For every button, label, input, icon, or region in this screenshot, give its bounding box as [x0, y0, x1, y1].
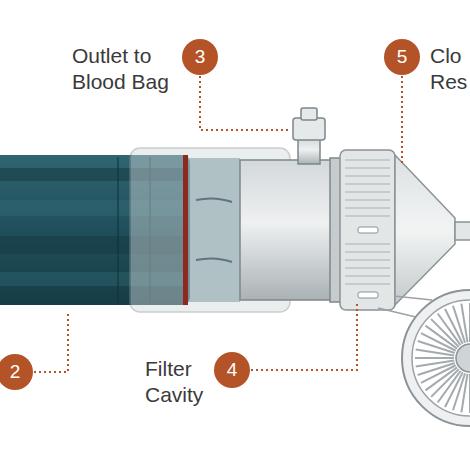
leader-lines [34, 76, 402, 372]
filter-hub [456, 344, 470, 372]
callout-disc [182, 39, 218, 75]
thread-line [345, 200, 390, 201]
callout-disc [384, 39, 420, 75]
part-label: Clo Res [430, 43, 470, 95]
thread-line [345, 268, 390, 269]
leader-line [200, 76, 290, 130]
callout-number: 2 [0, 354, 33, 390]
thread-line [345, 168, 390, 169]
part-label: Filter Cavity [145, 356, 230, 408]
inner-rib [196, 258, 232, 262]
callout-disc [0, 354, 33, 390]
inner-rib [196, 198, 232, 202]
thread-line [345, 192, 390, 193]
explode-line [378, 308, 420, 318]
filter-disc [402, 290, 470, 426]
leader-line [401, 76, 403, 165]
spoke-line [415, 357, 454, 359]
leader-line [251, 303, 357, 370]
spoke-line [461, 304, 467, 343]
thread-line [345, 252, 390, 253]
filter-spokes [415, 303, 470, 413]
thread-line [345, 284, 390, 285]
thread-line [345, 160, 390, 161]
thread-line [345, 184, 390, 185]
clot-cone [395, 155, 455, 305]
ring-slot [358, 292, 378, 298]
callout-circle: 4 [214, 352, 250, 388]
outlet-tip [301, 108, 317, 120]
callout-circle: 3 [182, 39, 218, 75]
thread-line [345, 276, 390, 277]
spoke-line [416, 361, 455, 367]
callout-number: 5 [384, 39, 420, 75]
part-label: Outlet to Blood Bag [72, 43, 197, 95]
ring-threads [345, 160, 390, 284]
thread-line [345, 244, 390, 245]
cone-tip [455, 222, 470, 240]
thread-line [345, 216, 390, 217]
callout-number: 3 [182, 39, 218, 75]
filter-mesh [412, 300, 470, 416]
outlet-port [293, 118, 325, 140]
ring-slot [358, 227, 378, 233]
callout-disc [214, 352, 250, 388]
leader-line [34, 313, 68, 372]
callout-circle: 2 [0, 354, 33, 390]
callout-number: 4 [214, 352, 250, 388]
explode-line [394, 296, 432, 300]
spoke-line [469, 374, 470, 413]
thread-line [345, 260, 390, 261]
clear-end [188, 158, 240, 302]
callout-circle: 5 [384, 39, 420, 75]
thread-line [345, 176, 390, 177]
threaded-ring [340, 150, 395, 310]
thread-line [345, 208, 390, 209]
red-ring [183, 155, 188, 305]
spoke-line [469, 303, 470, 342]
outlet-stem [298, 138, 320, 164]
cylinder-seam [118, 157, 119, 303]
main-body [240, 160, 335, 300]
